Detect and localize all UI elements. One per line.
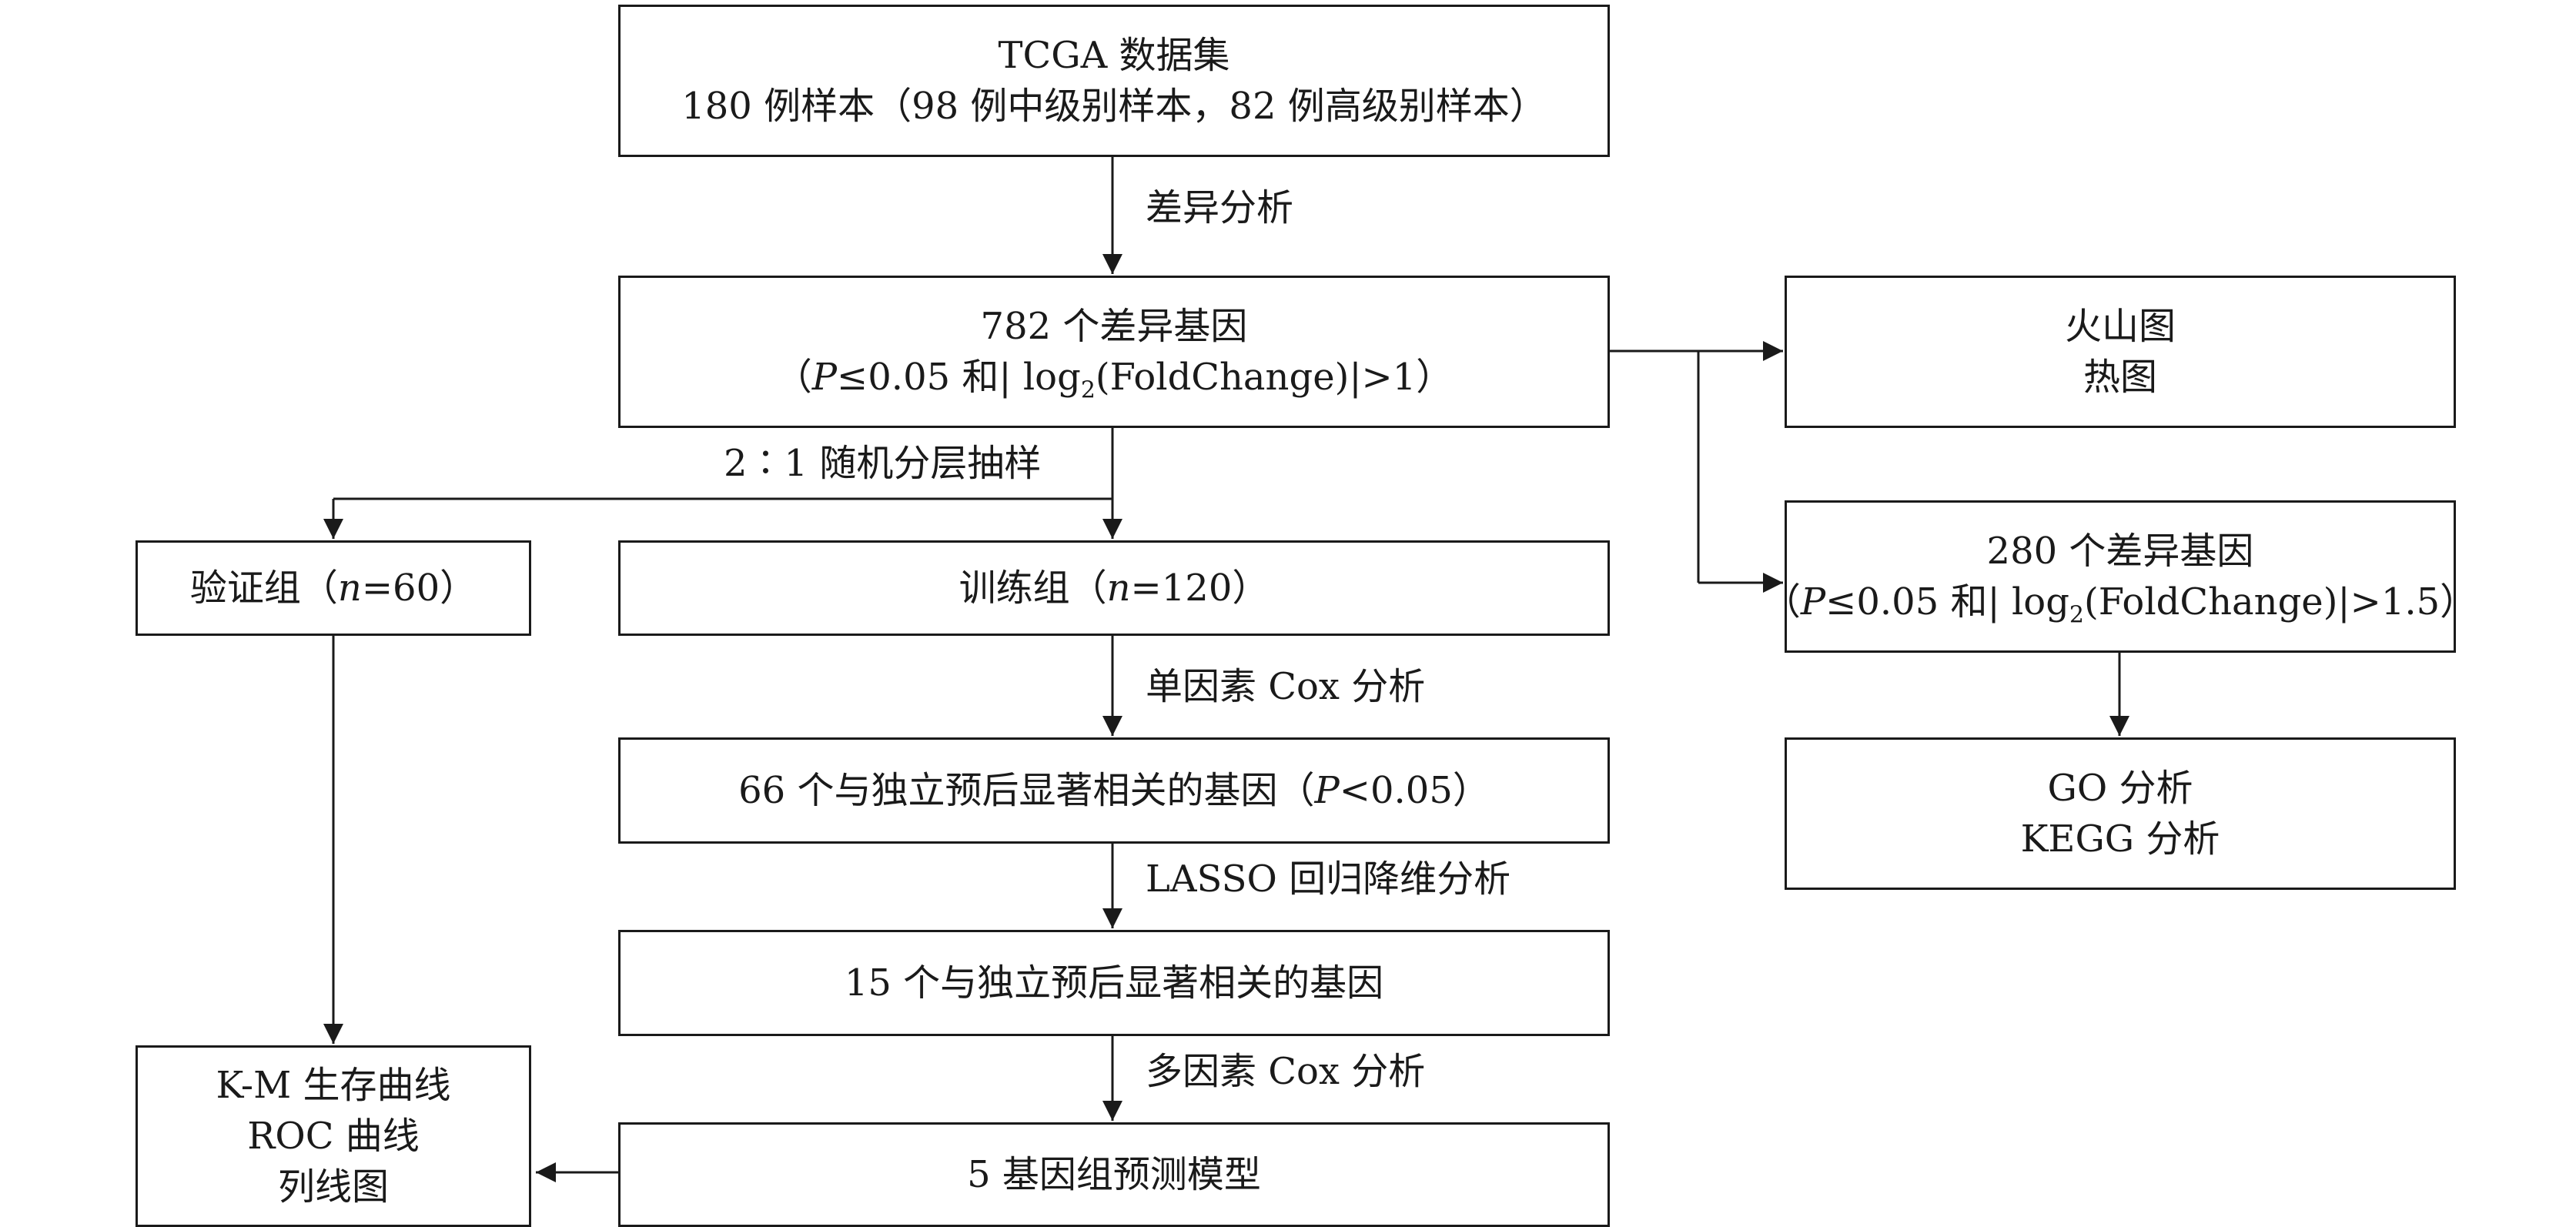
- kegg-analysis-label: KEGG 分析: [2020, 817, 2220, 861]
- deg-280-criteria: （P≤0.05 和| log2(FoldChange)|>1.5）: [1763, 580, 2477, 629]
- validation-group-box: 验证组（n=60）: [135, 540, 531, 636]
- tcga-dataset-box: TCGA 数据集 180 例样本（98 例中级别样本，82 例高级别样本）: [618, 5, 1610, 157]
- genes-15-label: 15 个与独立预后显著相关的基因: [844, 961, 1384, 1005]
- deg-782-criteria: （P≤0.05 和| log2(FoldChange)|>1）: [774, 356, 1454, 404]
- heatmap-label: 热图: [2083, 356, 2157, 399]
- km-curve-label: K-M 生存曲线: [216, 1064, 451, 1107]
- deg-280-box: 280 个差异基因 （P≤0.05 和| log2(FoldChange)|>1…: [1764, 500, 2477, 653]
- label-lasso: LASSO 回归降维分析: [1146, 858, 1511, 901]
- volcano-heatmap-box: 火山图 热图: [1785, 276, 2456, 428]
- genes-66-box: 66 个与独立预后显著相关的基因（P<0.05）: [618, 737, 1610, 844]
- training-group-box: 训练组（n=120）: [618, 540, 1610, 636]
- deg-782-box: 782 个差异基因 （P≤0.05 和| log2(FoldChange)|>1…: [618, 276, 1610, 428]
- tcga-title: TCGA 数据集: [998, 34, 1230, 77]
- deg-782-title: 782 个差异基因: [980, 305, 1248, 348]
- label-differential-analysis: 差异分析: [1146, 186, 1294, 229]
- go-analysis-label: GO 分析: [2047, 767, 2193, 810]
- volcano-plot-label: 火山图: [2064, 305, 2176, 348]
- go-kegg-box: GO 分析 KEGG 分析: [1785, 737, 2456, 890]
- label-multivariate-cox: 多因素 Cox 分析: [1146, 1050, 1426, 1093]
- validation-group-label: 验证组（n=60）: [189, 567, 477, 610]
- deg-280-title: 280 个差异基因: [1986, 530, 2254, 573]
- genes-66-label: 66 个与独立预后显著相关的基因（P<0.05）: [738, 769, 1490, 812]
- training-group-label: 训练组（n=120）: [958, 567, 1270, 610]
- five-gene-model-box: 5 基因组预测模型: [618, 1122, 1610, 1227]
- label-stratified-sampling: 2∶1 随机分层抽样: [724, 442, 1042, 485]
- tcga-samples: 180 例样本（98 例中级别样本，82 例高级别样本）: [681, 85, 1547, 128]
- km-roc-nomogram-box: K-M 生存曲线 ROC 曲线 列线图: [135, 1045, 531, 1227]
- nomogram-label: 列线图: [277, 1165, 389, 1209]
- five-gene-model-label: 5 基因组预测模型: [967, 1153, 1261, 1196]
- label-univariate-cox: 单因素 Cox 分析: [1146, 665, 1426, 708]
- roc-curve-label: ROC 曲线: [247, 1115, 420, 1158]
- genes-15-box: 15 个与独立预后显著相关的基因: [618, 930, 1610, 1036]
